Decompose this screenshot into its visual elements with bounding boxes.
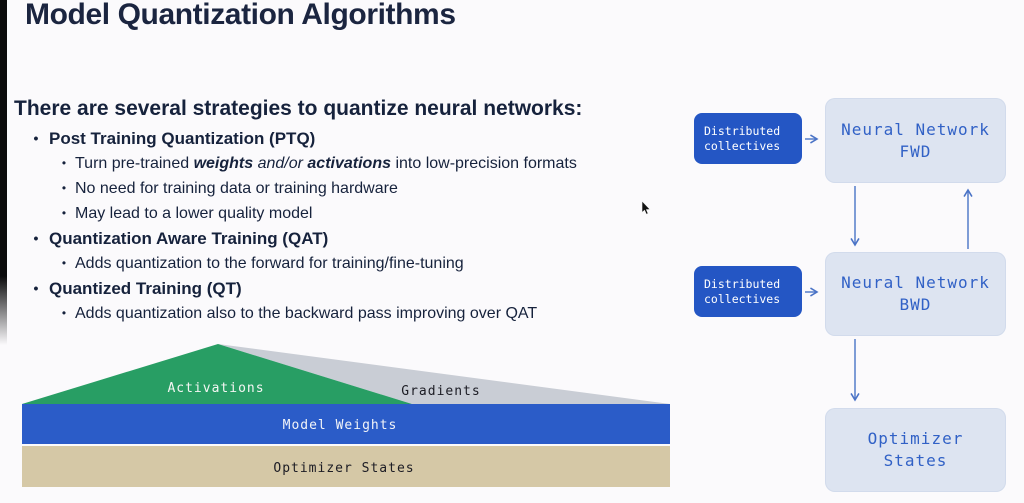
optimizer-states-box: Optimizer States xyxy=(825,408,1006,492)
intro-line: There are several strategies to quantize… xyxy=(14,97,583,120)
mouse-cursor xyxy=(641,201,651,215)
bullet-dot: • xyxy=(61,156,67,170)
bullet-ptq-label: Post Training Quantization (PTQ) xyxy=(49,129,316,148)
optimizer-states-label: Optimizer States xyxy=(273,461,414,476)
bullet-dot: • xyxy=(33,130,39,146)
bullet-ptq-sub2-text: No need for training data or training ha… xyxy=(75,180,398,197)
bullet-dot: • xyxy=(33,280,39,296)
bullet-qt-sub1-text: Adds quantization also to the backward p… xyxy=(75,305,538,322)
memory-pyramid-diagram: Activations Gradients Model Weights Opti… xyxy=(22,344,670,487)
bullet-ptq-sub2: • No need for training data or training h… xyxy=(14,176,704,201)
bullet-qat-sub1: • Adds quantization to the forward for tr… xyxy=(14,251,704,276)
neural-network-fwd-box: Neural Network FWD xyxy=(825,98,1006,183)
screen-left-edge xyxy=(0,0,7,345)
distributed-collectives-box-bottom: Distributed collectives xyxy=(694,266,802,317)
strategies-section: There are several strategies to quantize… xyxy=(14,94,704,326)
bullet-qat: • Quantization Aware Training (QAT) xyxy=(14,226,704,251)
activations-triangle xyxy=(22,344,412,404)
bullet-qt: • Quantized Training (QT) xyxy=(14,276,704,301)
bullet-dot: • xyxy=(61,306,67,320)
neural-network-bwd-box: Neural Network BWD xyxy=(825,252,1006,336)
gradients-triangle xyxy=(218,344,670,404)
bullet-ptq-sub1-text: Turn pre-trained weights and/or activati… xyxy=(75,155,577,172)
slide-title: Model Quantization Algorithms xyxy=(25,0,456,31)
optimizer-states-bar xyxy=(22,446,670,487)
bullet-dot: • xyxy=(33,230,39,246)
model-weights-bar xyxy=(22,404,670,444)
bullet-qt-label: Quantized Training (QT) xyxy=(49,279,242,298)
bullet-qt-sub1: • Adds quantization also to the backward … xyxy=(14,301,704,326)
activations-label: Activations xyxy=(167,381,264,396)
distributed-collectives-box-top: Distributed collectives xyxy=(694,113,802,164)
bullet-ptq-sub3-text: May lead to a lower quality model xyxy=(75,205,313,222)
bullet-ptq-sub1: • Turn pre-trained weights and/or activat… xyxy=(14,151,704,176)
bullet-ptq-sub3: • May lead to a lower quality model xyxy=(14,201,704,226)
bullet-qat-label: Quantization Aware Training (QAT) xyxy=(49,229,329,248)
model-weights-label: Model Weights xyxy=(283,418,398,433)
bullet-dot: • xyxy=(61,206,67,220)
bullet-dot: • xyxy=(61,256,67,270)
gradients-label: Gradients xyxy=(401,384,480,399)
bullet-qat-sub1-text: Adds quantization to the forward for tra… xyxy=(75,255,464,272)
bullet-dot: • xyxy=(61,181,67,195)
bullet-ptq: • Post Training Quantization (PTQ) xyxy=(14,126,704,151)
